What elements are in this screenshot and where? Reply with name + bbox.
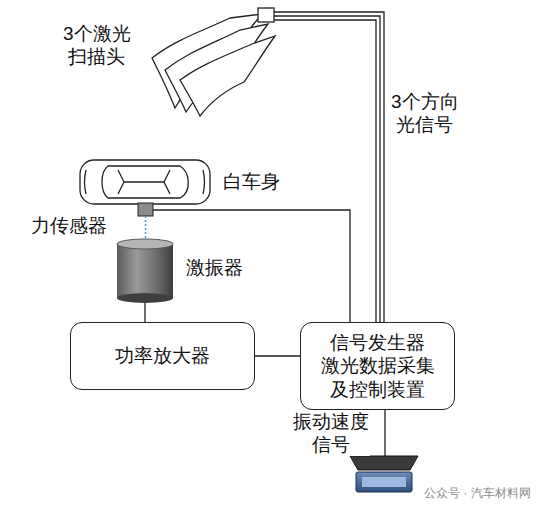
part-label: 白车身 [222, 170, 281, 193]
force-sensor [138, 203, 153, 216]
process-box: 功率放大器 [70, 322, 255, 390]
shaker [117, 239, 173, 303]
car-nose [85, 170, 87, 194]
shaker-body [117, 244, 173, 298]
part-label: 3个激光 扫描头 [62, 22, 132, 68]
vibrometer-base [356, 472, 412, 492]
stinger-rod [145, 216, 147, 242]
vibrometer-head [350, 456, 418, 470]
car-cabin [102, 166, 188, 198]
optical-line [274, 12, 384, 335]
signal-label: 3个方向 光信号 [390, 90, 460, 136]
car-roof-line [124, 181, 164, 182]
shaker-bottom [117, 293, 173, 303]
process-box: 信号发生器 激光数据采集 及控制装置 [300, 322, 455, 410]
car-rear-window [164, 170, 170, 194]
body-in-white [80, 160, 210, 204]
car-windshield [118, 170, 124, 194]
force-signal-wire [153, 210, 350, 335]
part-label: 力传感器 [30, 214, 108, 237]
optical-line [274, 16, 380, 335]
signal-label: 振动速度 信号 [292, 410, 370, 456]
box-label: 信号发生器 激光数据采集 及控制装置 [321, 331, 435, 401]
scan-head-mount [258, 8, 274, 22]
car-outline [80, 160, 210, 204]
scan-head [180, 36, 275, 116]
part-label: 激振器 [185, 256, 244, 279]
laser-scan-heads [152, 8, 275, 116]
optical-line [274, 20, 376, 335]
vibrometer-panel [362, 477, 406, 487]
watermark: 公众号 · 汽车材料网 [423, 486, 532, 501]
box-label: 功率放大器 [115, 344, 210, 367]
shaker-top [117, 239, 173, 249]
laser-vibrometer [350, 456, 418, 492]
optical-signal-lines [274, 12, 384, 335]
car-tail [203, 170, 205, 194]
connector-line [255, 355, 300, 356]
